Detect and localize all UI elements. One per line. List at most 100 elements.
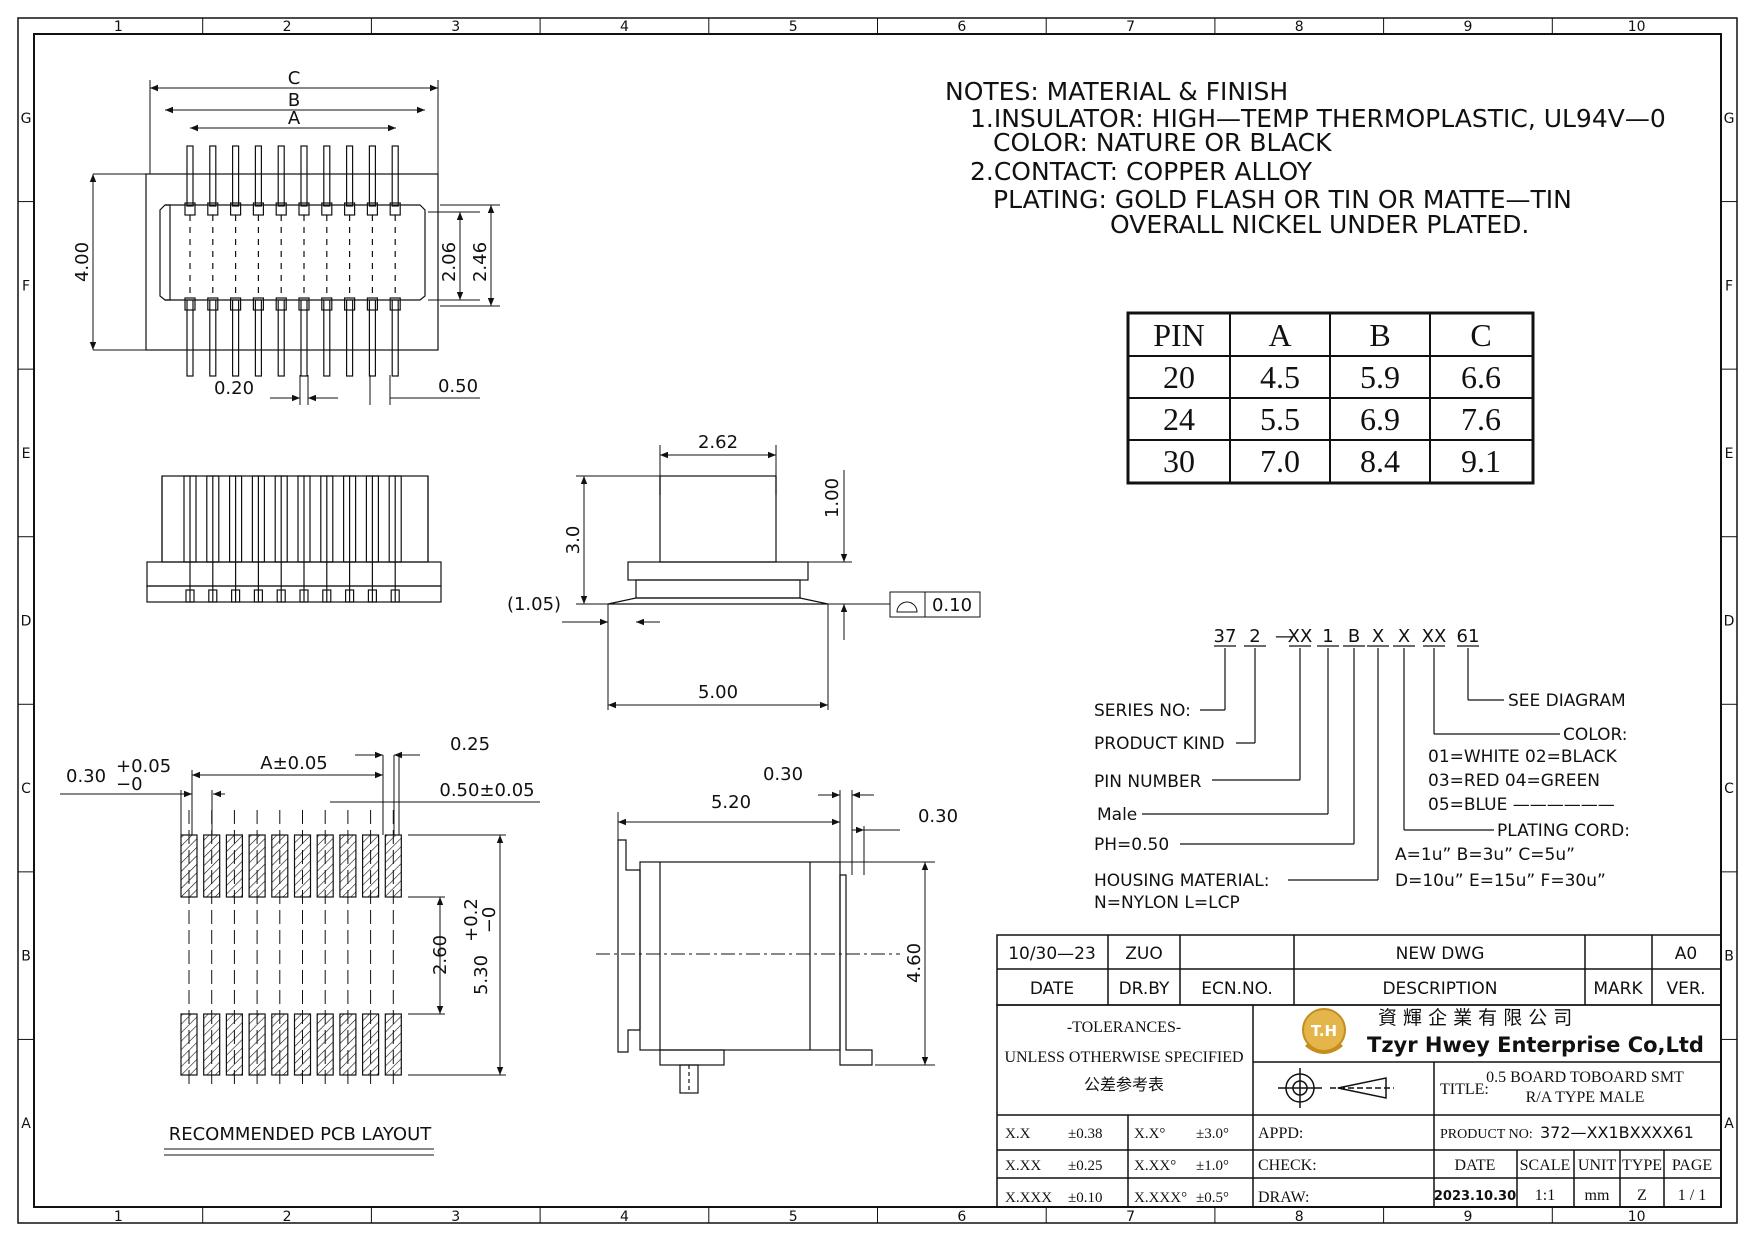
contact-pin (323, 145, 331, 207)
tb-v-type: Z (1637, 1187, 1647, 1204)
code-segment: 1 (1322, 626, 1333, 647)
code-color-2: 03=RED 04=GREEN (1428, 771, 1600, 791)
rev-description: NEW DWG (1396, 944, 1485, 964)
code-ph: PH=0.50 (1094, 835, 1169, 855)
dim-b: B (288, 90, 300, 111)
dim-end-d1: 0.30 (763, 764, 803, 785)
front-contact-foot (299, 589, 309, 603)
contact-tip (230, 297, 242, 311)
rev-h-ver: VER. (1667, 979, 1706, 999)
code-male: Male (1097, 805, 1137, 825)
code-kind: PRODUCT KIND (1094, 734, 1225, 754)
zone-row-left: G (21, 111, 32, 127)
end-view: 0.30 5.20 0.30 4.60 (596, 764, 958, 1094)
notes-line-5: OVERALL NICKEL UNDER PLATED. (1110, 210, 1529, 239)
code-segment: 61 (1457, 626, 1480, 647)
contact-pin (232, 299, 240, 377)
contact-pin (391, 145, 399, 207)
pcb-caption: RECOMMENDED PCB LAYOUT (169, 1124, 433, 1145)
pin-table-cell: 5.9 (1360, 359, 1400, 395)
zone-col-bottom: 9 (1463, 1209, 1472, 1225)
dim-offset: (1.05) (507, 594, 561, 615)
code-color-1: 01=WHITE 02=BLACK (1428, 747, 1618, 767)
top-view-dims (89, 80, 500, 405)
pin-table-cell: 4.5 (1260, 359, 1300, 395)
pin-table-cell: 20 (1163, 359, 1195, 395)
company-logo: T.H (1302, 1008, 1346, 1054)
tol-angle-value: ±3.0° (1196, 1126, 1229, 1142)
zone-row-right: B (1724, 949, 1734, 965)
tb-h-scale: SCALE (1520, 1157, 1571, 1174)
tol-angle-value: ±1.0° (1196, 1158, 1229, 1174)
zone-col-top: 7 (1126, 19, 1135, 35)
pcb-pad (316, 834, 334, 898)
dim-end-d3: 0.30 (918, 806, 958, 827)
code-segment: X (1372, 626, 1384, 647)
tol-left-c: −0 (116, 774, 143, 795)
title-line-2: R/A TYPE MALE (1526, 1089, 1645, 1106)
front-contact-foot (185, 589, 195, 603)
zone-row-left: E (22, 446, 31, 462)
code-color: COLOR: (1563, 725, 1628, 745)
title-line-1: 0.5 BOARD TOBOARD SMT (1486, 1069, 1684, 1086)
front-contact-foot (231, 589, 241, 603)
dim-pad-w: 0.25 (450, 734, 490, 755)
contact-tip (389, 297, 401, 311)
contact-pin (254, 299, 262, 377)
contact-pin (346, 299, 354, 377)
pin-table-cell: 7.6 (1461, 401, 1501, 437)
pcb-pad (203, 834, 221, 898)
tol-angle-key: X.XXX° (1134, 1190, 1187, 1206)
contact-tip (298, 297, 310, 311)
zone-row-right: E (1725, 446, 1734, 462)
dim-gap: 2.60 (430, 935, 451, 975)
notes-line-4: PLATING: GOLD FLASH OR TIN OR MATTE—TIN (993, 185, 1572, 214)
code-plating: PLATING CORD: (1497, 821, 1630, 841)
dim-height: 4.00 (72, 242, 93, 282)
front-contact-foot (390, 589, 400, 603)
projection-symbol (1278, 1068, 1394, 1108)
code-plating-2: D=10u” E=15u” F=30u” (1395, 871, 1606, 891)
zone-col-top: 1 (114, 19, 123, 35)
contact-tip (275, 297, 287, 311)
contact-pin (186, 145, 194, 207)
contact-tip (207, 297, 219, 311)
company-chinese: 資 輝 企 業 有 限 公 司 (1378, 1007, 1572, 1029)
contact-pin (254, 145, 262, 207)
zone-col-bottom: 1 (114, 1209, 123, 1225)
rev-drby: ZUO (1125, 944, 1162, 964)
front-contact-foot (345, 589, 355, 603)
dim-side-height: 3.0 (563, 526, 584, 555)
contact-pin (300, 145, 308, 207)
title-block: -TOLERANCES- UNLESS OTHERWISE SPECIFIED … (996, 1004, 1722, 1208)
rev-h-ecn: ECN.NO. (1201, 979, 1273, 999)
tol-chinese: 公差参考表 (1084, 1076, 1164, 1094)
tol-key: X.XX (1005, 1158, 1041, 1174)
zone-row-left: F (22, 278, 30, 294)
dim-step: 1.00 (822, 478, 843, 518)
pin-table-cell: 9.1 (1461, 443, 1501, 479)
draw-label: DRAW: (1258, 1189, 1309, 1206)
product-number: 372—XX1BXXXX61 (1540, 1123, 1694, 1142)
company-english: Tzyr Hwey Enterprise Co,Ltd (1367, 1033, 1704, 1057)
contact-pin (186, 299, 194, 377)
pin-table-cell: 30 (1163, 443, 1195, 479)
zone-col-bottom: 6 (957, 1209, 966, 1225)
pin-table-cell: 6.9 (1360, 401, 1400, 437)
code-series: SERIES NO: (1094, 701, 1191, 721)
zone-col-top: 6 (957, 19, 966, 35)
rev-h-date: DATE (1030, 979, 1074, 999)
logo-text: T.H (1311, 1022, 1337, 1040)
zone-col-bottom: 2 (283, 1209, 292, 1225)
dim-end-height: 4.60 (904, 943, 925, 983)
zone-col-top: 5 (789, 19, 798, 35)
contact-pin (391, 299, 399, 377)
tol-angle-key: X.X° (1134, 1126, 1165, 1142)
zone-row-right: F (1725, 278, 1733, 294)
code-segment: XX (1422, 626, 1447, 647)
contact-tip (184, 297, 196, 311)
code-segment: — (1275, 626, 1293, 647)
code-color-3: 05=BLUE —————— (1428, 795, 1615, 815)
